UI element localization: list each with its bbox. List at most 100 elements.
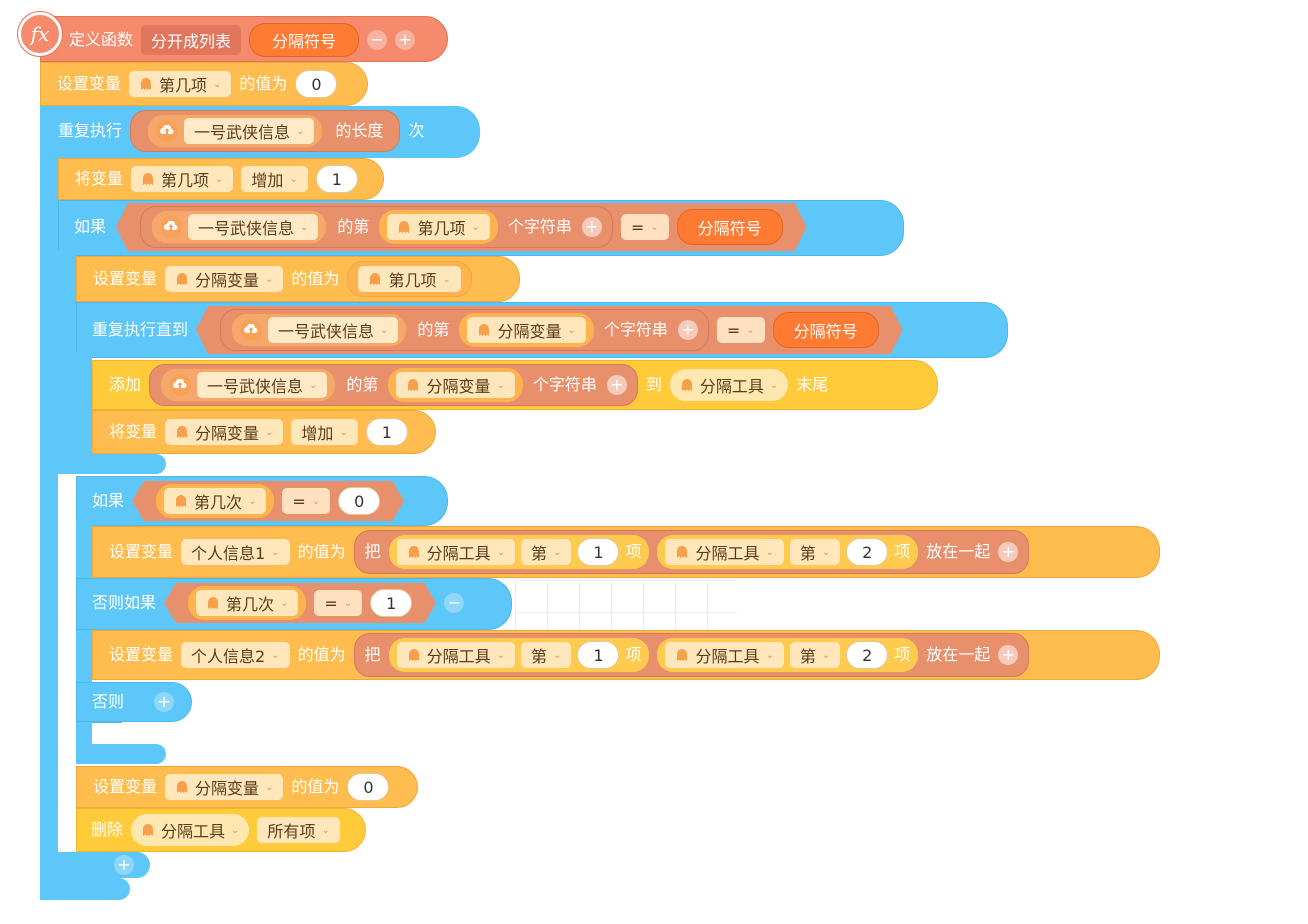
- compare-condition[interactable]: 一号武侠信息⌄ 的第 分隔变量⌄ 个字符串 + =⌄ 分隔符号: [196, 306, 903, 354]
- value-input[interactable]: 0: [295, 70, 338, 98]
- cloud-upload-icon: [156, 120, 179, 142]
- var-reporter[interactable]: 第几次⌄: [156, 484, 274, 518]
- nth-dropdown[interactable]: 第⌄: [521, 539, 572, 565]
- add-to-list-block[interactable]: 添加 一号武侠信息⌄ 的第 分隔变量⌄ 个字符串 + 到 分隔工具⌄ 末尾: [92, 360, 938, 410]
- cloud-list-reporter[interactable]: 一号武侠信息⌄: [147, 114, 324, 148]
- char-at-reporter[interactable]: 一号武侠信息⌄ 的第 第几项⌄ 个字符串 +: [140, 206, 613, 248]
- index-input[interactable]: 1: [577, 538, 620, 566]
- var-dropdown-p2[interactable]: 个人信息2⌄: [181, 642, 290, 668]
- list-dropdown[interactable]: 一号武侠信息⌄: [184, 118, 315, 144]
- remove-branch-button[interactable]: −: [444, 593, 465, 613]
- if-block-2-foot: [76, 744, 166, 764]
- add-arg-button[interactable]: +: [998, 645, 1019, 665]
- chevron-down-icon: ⌄: [309, 379, 318, 391]
- scope-dropdown[interactable]: 所有项⌄: [257, 817, 340, 843]
- add-branch-button[interactable]: +: [154, 692, 175, 712]
- compare-condition[interactable]: 第几次⌄ =⌄ 1: [164, 583, 436, 623]
- var-dropdown[interactable]: 分隔变量⌄: [396, 372, 515, 398]
- compare-value-input[interactable]: 1: [370, 589, 412, 617]
- var-dropdown[interactable]: 第几项⌄: [387, 214, 489, 240]
- list-length-reporter[interactable]: 一号武侠信息⌄ 的长度: [130, 110, 401, 152]
- var-reporter[interactable]: 第几项⌄: [379, 210, 497, 244]
- char-at-reporter[interactable]: 一号武侠信息⌄ 的第 分隔变量⌄ 个字符串 +: [149, 364, 638, 406]
- var-dropdown-item-index[interactable]: 第几项⌄: [129, 71, 232, 97]
- change-variable-block-2[interactable]: 将变量 分隔变量⌄ 增加⌄ 1: [92, 410, 436, 454]
- op-dropdown[interactable]: 增加⌄: [241, 166, 308, 192]
- list-item-reporter[interactable]: 分隔工具⌄ 第⌄ 2 项: [657, 638, 919, 672]
- nth-dropdown[interactable]: 第⌄: [521, 642, 572, 668]
- add-arg-button[interactable]: +: [606, 375, 627, 395]
- list-dropdown[interactable]: 一号武侠信息⌄: [268, 317, 398, 343]
- list-dropdown[interactable]: 分隔工具⌄: [396, 642, 516, 668]
- var-reporter[interactable]: 第几项⌄: [347, 261, 472, 297]
- list-dropdown[interactable]: 分隔工具⌄: [396, 539, 516, 565]
- cloud-list-reporter[interactable]: 一号武侠信息⌄: [160, 368, 337, 402]
- set-variable-block-1[interactable]: 设置变量 第几项⌄ 的值为 0: [40, 62, 368, 106]
- var-dropdown[interactable]: 第几次⌄: [196, 590, 298, 616]
- join-reporter[interactable]: 把 分隔工具⌄ 第⌄ 1 项 分隔工具⌄ 第⌄ 2 项 放在一起 +: [353, 530, 1030, 574]
- var-dropdown-item-index[interactable]: 第几项⌄: [131, 166, 234, 192]
- list-dropdown[interactable]: 一号武侠信息⌄: [197, 372, 328, 398]
- set-variable-block-3[interactable]: 设置变量 分隔变量⌄ 的值为 0: [76, 766, 418, 808]
- index-input[interactable]: 1: [577, 641, 620, 669]
- increment-input[interactable]: 1: [315, 165, 358, 193]
- var-dropdown[interactable]: 第几项⌄: [358, 266, 461, 292]
- var-dropdown-sep[interactable]: 分隔变量⌄: [165, 419, 284, 445]
- var-dropdown[interactable]: 第几次⌄: [164, 488, 266, 514]
- add-arg-button[interactable]: +: [582, 217, 602, 237]
- var-dropdown-p1[interactable]: 个人信息1⌄: [181, 539, 290, 565]
- compare-value-input[interactable]: 0: [338, 487, 380, 515]
- list-item-reporter[interactable]: 分隔工具⌄ 第⌄ 2 项: [657, 535, 919, 569]
- var-dropdown-sep[interactable]: 分隔变量⌄: [165, 266, 284, 292]
- chevron-down-icon: ⌄: [280, 597, 289, 609]
- join-reporter[interactable]: 把 分隔工具⌄ 第⌄ 1 项 分隔工具⌄ 第⌄ 2 项 放在一起 +: [353, 633, 1030, 677]
- list-dropdown[interactable]: 分隔工具⌄: [665, 539, 784, 565]
- param-separator[interactable]: 分隔符号: [249, 23, 360, 57]
- increment-input[interactable]: 1: [365, 418, 408, 446]
- compare-op-dropdown[interactable]: =⌄: [717, 317, 765, 343]
- param-separator[interactable]: 分隔符号: [677, 209, 783, 245]
- list-dropdown[interactable]: 分隔工具⌄: [131, 814, 250, 846]
- cloud-list-reporter[interactable]: 一号武侠信息⌄: [151, 210, 327, 244]
- var-reporter[interactable]: 第几次⌄: [188, 586, 306, 620]
- compare-op-dropdown[interactable]: =⌄: [621, 214, 669, 240]
- list-dropdown[interactable]: 分隔工具⌄: [665, 642, 784, 668]
- chevron-down-icon: ⌄: [321, 824, 330, 836]
- cloud-list-reporter[interactable]: 一号武侠信息⌄: [231, 313, 407, 347]
- list-dropdown[interactable]: 一号武侠信息⌄: [188, 214, 318, 240]
- list-item-reporter[interactable]: 分隔工具⌄ 第⌄ 1 项: [388, 535, 650, 569]
- char-at-reporter[interactable]: 一号武侠信息⌄ 的第 分隔变量⌄ 个字符串 +: [220, 309, 709, 351]
- compare-condition[interactable]: 一号武侠信息⌄ 的第 第几项⌄ 个字符串 + =⌄ 分隔符号: [116, 203, 807, 251]
- index-input[interactable]: 2: [846, 538, 889, 566]
- compare-op-dropdown[interactable]: =⌄: [282, 488, 330, 514]
- remove-param-button[interactable]: −: [367, 30, 388, 50]
- nth-dropdown[interactable]: 第⌄: [789, 539, 841, 565]
- nth-dropdown[interactable]: 第⌄: [789, 642, 841, 668]
- change-variable-block-1[interactable]: 将变量 第几项⌄ 增加⌄ 1: [58, 158, 384, 200]
- add-arg-button[interactable]: +: [678, 320, 698, 340]
- var-reporter[interactable]: 分隔变量⌄: [459, 313, 593, 347]
- set-variable-block-p1[interactable]: 设置变量 个人信息1⌄ 的值为 把 分隔工具⌄ 第⌄ 1 项 分隔工具⌄ 第⌄ …: [92, 526, 1160, 578]
- value-label: 的值为: [291, 269, 340, 288]
- set-variable-block-2[interactable]: 设置变量 分隔变量⌄ 的值为 第几项⌄: [76, 256, 520, 302]
- delete-list-block[interactable]: 删除 分隔工具⌄ 所有项⌄: [76, 808, 366, 852]
- set-variable-block-p2[interactable]: 设置变量 个人信息2⌄ 的值为 把 分隔工具⌄ 第⌄ 1 项 分隔工具⌄ 第⌄ …: [92, 630, 1160, 680]
- change-variable-label: 将变量: [109, 422, 158, 441]
- add-arg-button[interactable]: +: [998, 542, 1019, 562]
- add-param-button[interactable]: +: [395, 30, 416, 50]
- define-function-block[interactable]: 定义函数 分开成列表 分隔符号 − +: [40, 16, 448, 62]
- var-dropdown-sep[interactable]: 分隔变量⌄: [165, 774, 284, 800]
- change-variable-label: 将变量: [75, 169, 124, 188]
- param-separator[interactable]: 分隔符号: [773, 312, 879, 348]
- var-dropdown[interactable]: 分隔变量⌄: [467, 317, 585, 343]
- list-item-reporter[interactable]: 分隔工具⌄ 第⌄ 1 项: [388, 638, 650, 672]
- index-input[interactable]: 2: [846, 641, 889, 669]
- value-input[interactable]: 0: [347, 773, 390, 801]
- var-reporter[interactable]: 分隔变量⌄: [388, 368, 523, 402]
- add-block-button[interactable]: +: [114, 855, 134, 875]
- compare-op-dropdown[interactable]: =⌄: [314, 590, 362, 616]
- op-dropdown[interactable]: 增加⌄: [291, 419, 358, 445]
- compare-condition[interactable]: 第几次⌄ =⌄ 0: [132, 481, 404, 521]
- target-list-dropdown[interactable]: 分隔工具⌄: [669, 369, 789, 401]
- function-name-field[interactable]: 分开成列表: [141, 25, 242, 55]
